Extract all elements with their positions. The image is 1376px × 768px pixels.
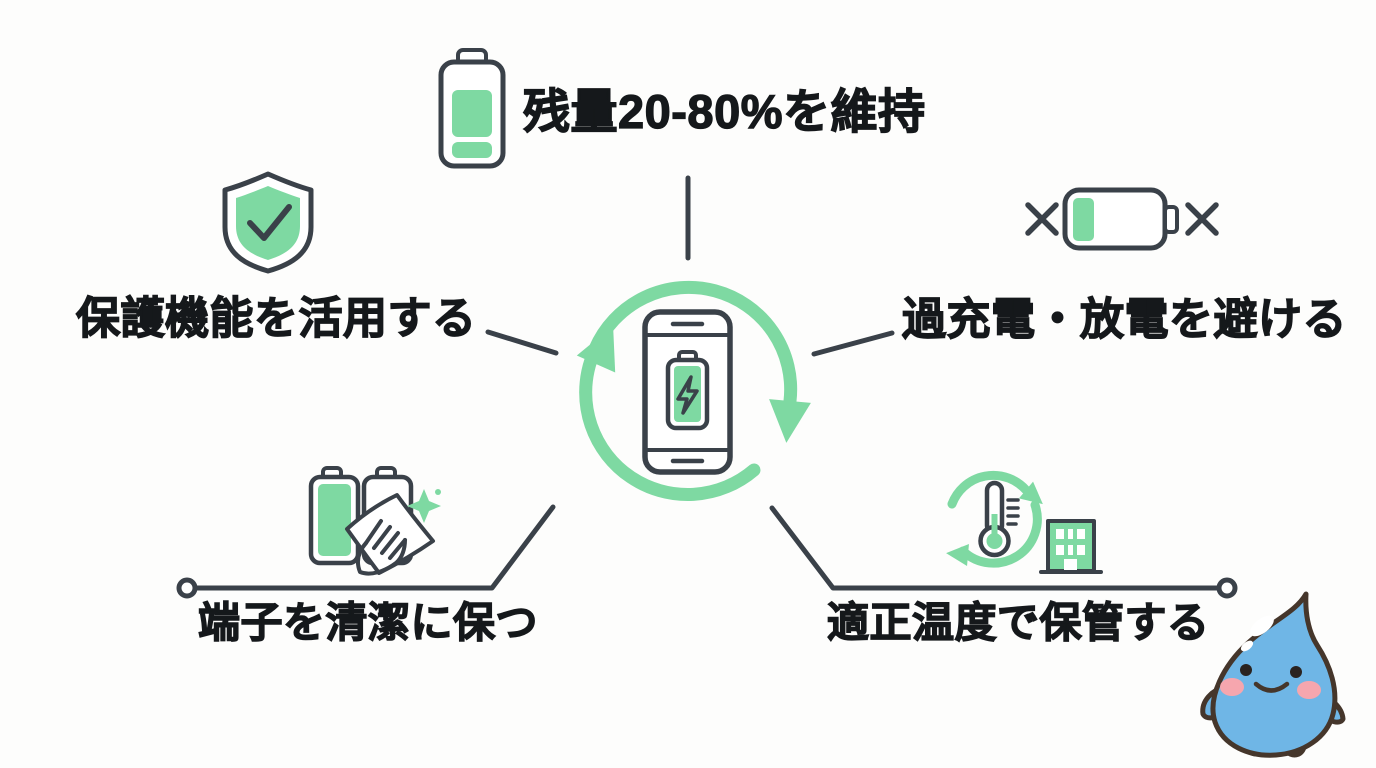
cleaning-cloth xyxy=(345,493,435,575)
mascot-body xyxy=(1210,591,1338,758)
tip-label-maintain-charge: 残量20-80%を維持 xyxy=(522,85,926,138)
building-icon xyxy=(1039,519,1103,574)
shield-check-icon xyxy=(222,171,314,274)
battery-cleaning-icon xyxy=(308,466,441,576)
tip-label-store-proper-temperature: 適正温度で保管する xyxy=(826,599,1210,646)
smartphone-battery-cycle-icon xyxy=(576,280,811,501)
battery-low-crossed-icon xyxy=(1025,187,1219,251)
tip-label-use-protection: 保護機能を活用する xyxy=(75,294,477,343)
thermometer-cycle-building-icon xyxy=(946,470,1103,574)
connector-right-line xyxy=(811,330,895,357)
x-mark-right xyxy=(1185,202,1219,236)
cycle-arrows xyxy=(576,280,811,501)
lightning-bolt xyxy=(676,375,699,415)
thermometer xyxy=(978,480,1020,558)
wiping-hand xyxy=(356,519,407,576)
battery-charged-icon xyxy=(438,48,506,169)
tip-label-keep-terminals-clean: 端子を清潔に保つ xyxy=(197,599,539,646)
water-drop-mascot xyxy=(1200,591,1346,758)
connector-bottom-left-line xyxy=(176,504,556,599)
connector-left-line xyxy=(485,329,559,356)
bottom-right-ring-endpoint xyxy=(1216,577,1238,599)
check-mark xyxy=(247,204,292,241)
sparkle-icon xyxy=(407,489,441,523)
tip-label-avoid-overcharge: 過充電・放電を避ける xyxy=(901,295,1347,344)
temperature-cycle-arrows xyxy=(946,470,1043,568)
connector-bottom-right-line xyxy=(769,505,1238,599)
mascot-smile xyxy=(1253,681,1290,693)
bottom-left-ring-endpoint xyxy=(176,577,198,599)
smartphone xyxy=(642,309,733,475)
x-mark-left xyxy=(1025,202,1059,236)
